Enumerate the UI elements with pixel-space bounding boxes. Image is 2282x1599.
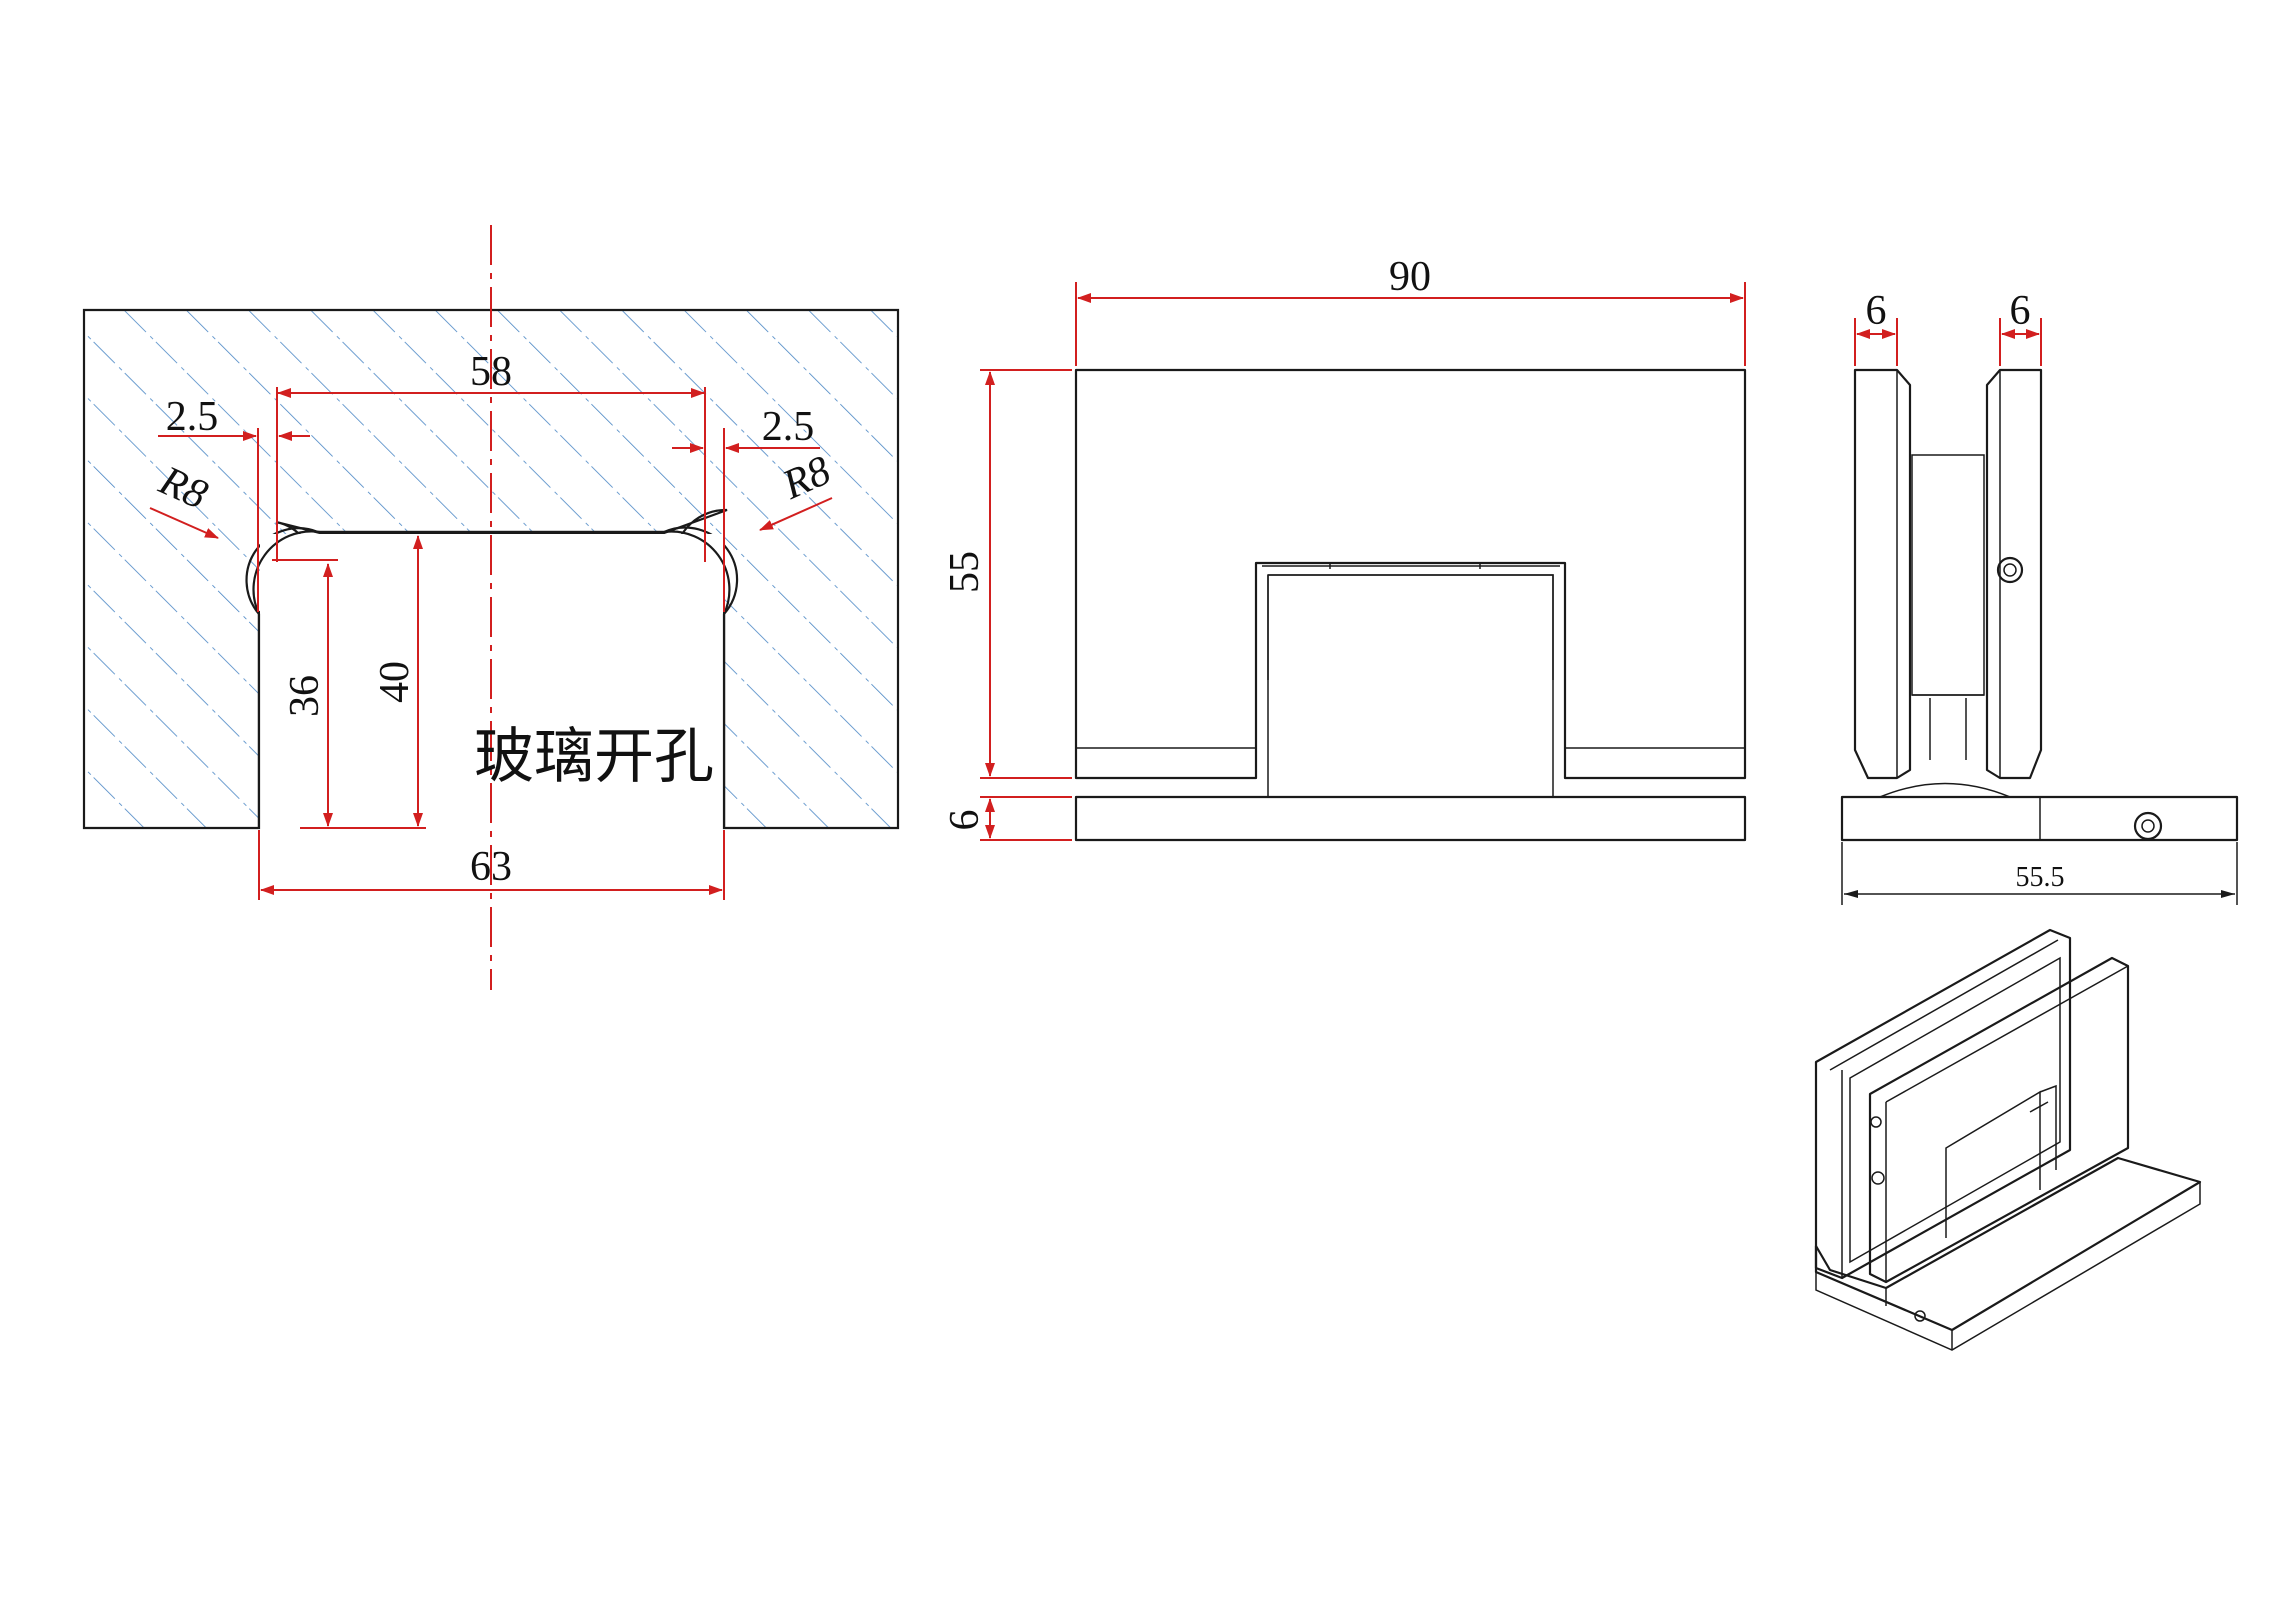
iso-notch: [1945, 1090, 2041, 1238]
dim-58-label: 58: [470, 349, 512, 395]
iso-base-screw-icon: [1914, 1310, 1926, 1322]
iso-front-plate: [1868, 956, 2130, 1284]
dim-555-label: 55.5: [2016, 862, 2065, 893]
base-screw-icon: [2133, 811, 2163, 841]
front-inner-block: [1256, 562, 1565, 680]
iso-base-side: [1815, 1182, 2201, 1351]
leader-r8-right: [759, 497, 833, 531]
iso-notch: [2029, 1084, 2057, 1170]
iso-screw-icon: [1871, 1171, 1885, 1185]
dim-40-label: 40: [372, 661, 418, 703]
dim-63-label: 63: [470, 844, 512, 890]
side-screw-icon: [1996, 556, 2024, 584]
glass-hole-label: 玻璃开孔: [474, 722, 714, 792]
glass-cutout-view: 58 2.5 2.5 R8 R8 36 40 玻璃开孔 63: [82, 225, 900, 990]
dim-arrow: [2221, 890, 2235, 898]
side-right-plate: [1985, 368, 2043, 780]
iso-back-edge: [1829, 939, 2059, 1278]
iso-back-plate: [1814, 928, 2072, 1280]
iso-screw-icon: [1870, 1116, 1882, 1128]
front-body: [1267, 574, 1554, 798]
dim-6-left-label: 6: [1866, 288, 1887, 334]
hinge-side-view: 6 6 55.5: [1840, 288, 2239, 905]
hinge-isometric-view: [1814, 928, 2202, 1351]
dim-25-right-label: 2.5: [762, 404, 815, 450]
dim-arrow: [1844, 890, 1858, 898]
side-mechanism: [1911, 454, 1985, 696]
side-base-curve: [1879, 782, 2011, 798]
side-screw-icon: [2003, 563, 2017, 577]
notch-edge: [252, 530, 731, 828]
dim-6-label: 6: [942, 810, 988, 831]
base-screw-icon: [2141, 819, 2155, 833]
front-base: [1074, 795, 1747, 842]
iso-front-edge: [1885, 965, 2129, 1103]
dim-36-label: 36: [282, 675, 328, 717]
dim-55-label: 55: [942, 551, 988, 593]
hinge-front-view: 90 55 6: [942, 254, 1747, 842]
iso-back-face: [1849, 956, 2061, 1264]
front-plate: [1074, 368, 1747, 780]
dim-90-label: 90: [1389, 254, 1431, 300]
iso-base: [1814, 1156, 2202, 1332]
dim-6-right-label: 6: [2010, 288, 2031, 334]
side-left-plate: [1853, 368, 1912, 780]
dim-25-left-label: 2.5: [166, 394, 219, 440]
leader-r8-left: [149, 507, 219, 539]
